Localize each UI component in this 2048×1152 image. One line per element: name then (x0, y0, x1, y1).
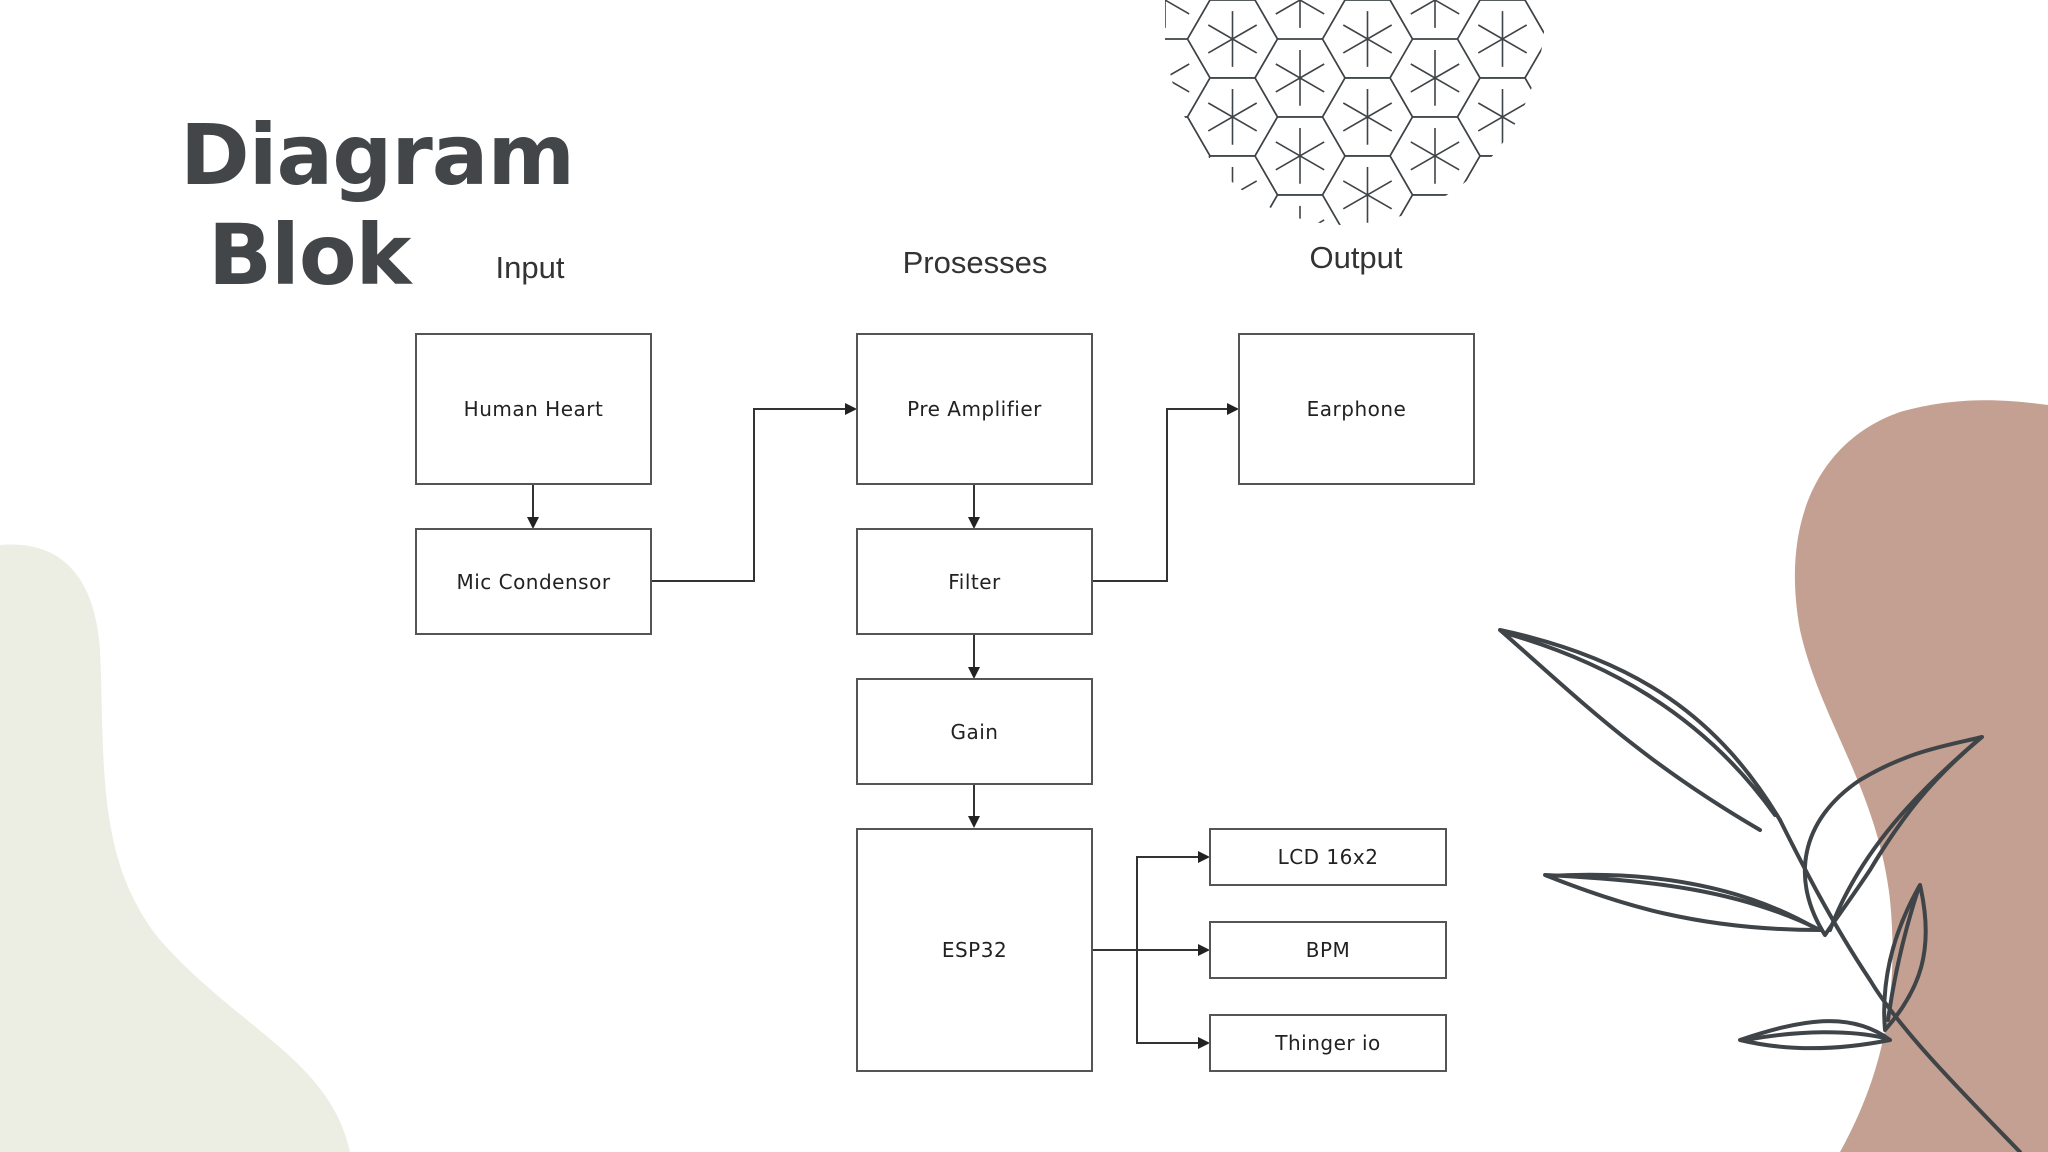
hexagon-cell (1254, 116, 1346, 196)
block-label: LCD 16x2 (1277, 845, 1379, 869)
block-pre-amplifier: Pre Amplifier (856, 333, 1093, 485)
arrow-mic-to-preamp (651, 403, 857, 582)
block-label: BPM (1305, 938, 1351, 962)
column-header-output: Output (1309, 240, 1403, 275)
title-line-2: Blok (208, 206, 411, 304)
block-label: Thinger io (1275, 1031, 1381, 1055)
block-earphone: Earphone (1238, 333, 1475, 485)
column-header-input: Input (495, 250, 565, 285)
left-blob-shape (0, 544, 350, 1152)
block-label: Filter (948, 569, 1001, 594)
block-label: Earphone (1306, 397, 1407, 421)
block-bpm: BPM (1209, 921, 1447, 979)
arrow-esp32-to-thinger (1136, 950, 1210, 1049)
block-mic-condensor: Mic Condensor (415, 528, 652, 635)
block-thinger: Thinger io (1209, 1014, 1447, 1072)
block-human-heart: Human Heart (415, 333, 652, 485)
block-label: ESP32 (941, 938, 1008, 962)
block-gain: Gain (856, 678, 1093, 785)
hexagon-cell (1389, 116, 1481, 196)
title-line-1: Diagram (180, 106, 575, 204)
column-header-process: Prosesses (902, 245, 1048, 280)
hexagon-cell (1389, 38, 1481, 118)
arrow-esp32-to-lcd (1136, 851, 1210, 950)
right-blob-shape (1794, 400, 2048, 1152)
block-lcd: LCD 16x2 (1209, 828, 1447, 886)
block-esp32: ESP32 (856, 828, 1093, 1072)
hexagon-cell (1524, 38, 1546, 118)
block-label: Mic Condensor (456, 569, 611, 594)
block-label: Gain (950, 719, 999, 744)
block-label: Human Heart (463, 397, 604, 421)
hexagon-cell (1254, 38, 1346, 118)
page-title: Diagram Blok (180, 105, 575, 305)
leaf-branch-icon (1498, 628, 2022, 1152)
block-filter: Filter (856, 528, 1093, 635)
arrow-filter-to-earphone (1092, 403, 1239, 582)
block-label: Pre Amplifier (907, 397, 1042, 421)
